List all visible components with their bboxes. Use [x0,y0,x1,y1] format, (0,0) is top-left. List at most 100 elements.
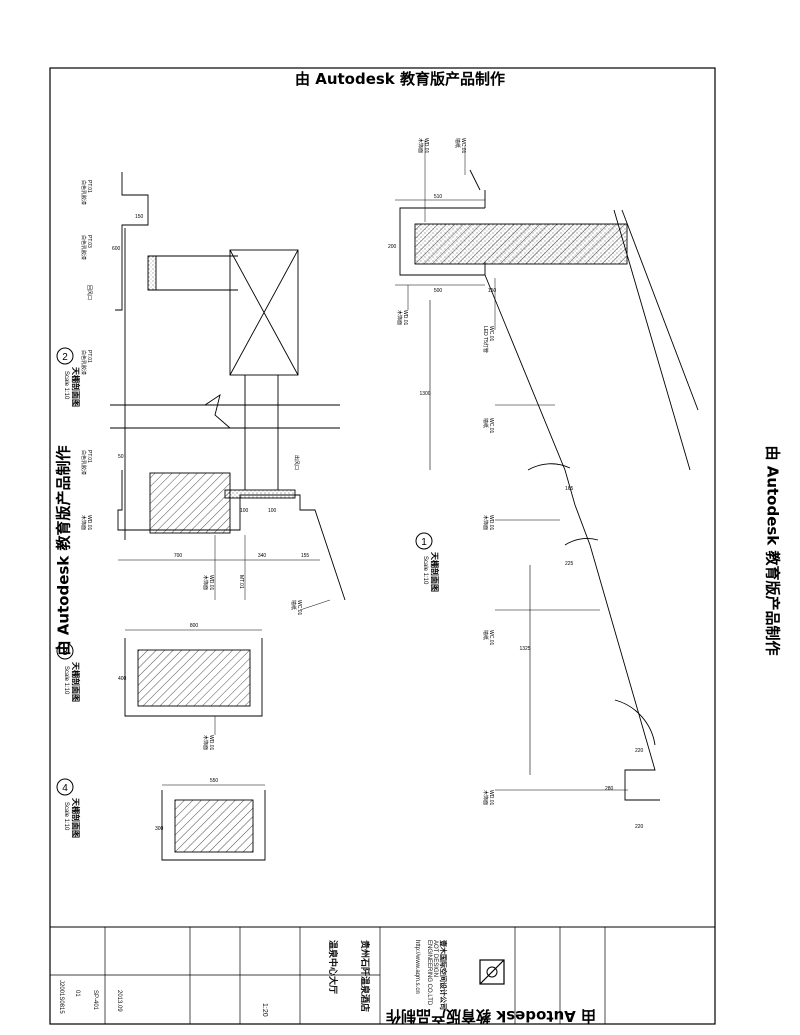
company-logo [479,959,505,985]
dim-100: 100 [240,508,249,514]
dim-225: 225 [565,561,574,567]
section-scale-2: Scale 1:10 [63,371,69,400]
tag-pt01-3: PT.01 [86,450,92,463]
titleblock-drawing: 温泉中心大厅 [328,940,338,995]
tag-paint-1: 白色乳胶漆 [80,180,87,205]
tag-pt01-1: PT.01 [86,180,92,193]
tag-wc-4: 墙纸 [290,600,297,610]
tag-paint-3: 白色乳胶漆 [80,350,87,375]
section-marker-3: 3 天棚剖面图 Scale 1:10 [56,642,81,702]
tag-wc01-5: WC.01 [296,600,302,616]
section-4-block [174,799,254,853]
section-marker-4: 4 天棚剖面图 Scale 1:10 [56,778,81,838]
section-1-ceiling-outline [399,207,486,276]
tag-wood-7: 木饰面 [202,735,209,750]
section-scale-3: Scale 1:10 [63,666,69,695]
dim-700: 700 [174,553,183,559]
section-2 [110,172,346,611]
section-title-2: 天棚剖面图 [71,367,81,407]
section-2-break-zig [204,393,231,429]
section-2-ceiling-profile [115,172,149,311]
section-2-beam [149,472,231,534]
dim-550: 550 [210,778,219,784]
tag-wood-5: 木饰面 [80,515,87,530]
section-1-roof-line-a [613,209,691,471]
tag-air: 回风口 [86,285,92,300]
tag-outlet: 出风口 [293,455,300,470]
tag-wood-1: 木饰面 [417,138,424,153]
tag-pt01-2: PT.01 [86,350,92,363]
section-scale-1: Scale 1:10 [422,556,428,585]
titleblock-sheet: SP-401 [92,990,98,1011]
tag-pt03: PT.03 [86,235,92,248]
dim-165: 165 [565,486,574,492]
tag-wc-1: 墙纸 [454,138,461,148]
section-3 [124,629,263,735]
tag-wc01-1: WC.01 [460,138,466,154]
tag-wd01-5: WD.01 [86,515,92,531]
titleblock-scale: 1:20 [261,1003,268,1017]
tag-paint-4: 白色乳胶漆 [80,450,87,475]
dim-800: 800 [190,623,199,629]
section-2-bottom-profile [117,470,346,601]
titleblock-company: 壹木国际空间设计公司 AOT DESIGN ENGINEERING CO.LTD [426,940,448,1010]
dim-340: 340 [258,553,267,559]
section-2-leader-wc01 [299,599,331,611]
dim-500: 500 [434,288,443,294]
section-2-air-grille [147,255,157,291]
tag-wc-2: 墙纸 [482,418,489,428]
section-1-curve-upper [527,463,571,471]
section-3-block [137,649,251,707]
dim-150: 150 [488,288,497,294]
tag-mt01: MT.01 [238,575,244,589]
section-1-curve-lower [564,538,599,546]
dim-400: 400 [118,676,127,682]
title-block [50,927,606,1024]
dim-300: 300 [155,826,164,832]
section-1-ceiling-profile [484,274,660,801]
tag-wood-6: 木饰面 [202,575,209,590]
section-4-outline [161,790,266,861]
tag-wood-2: 木饰面 [396,310,403,325]
section-2-duct-cross-b [229,249,299,376]
tag-wd01-3: WD.01 [488,515,494,531]
dim-600: 600 [112,246,121,252]
section-2-duct [229,249,299,376]
tag-wd01-1: WD.01 [423,138,429,154]
tag-wc-3: 墙纸 [482,630,489,640]
tag-wd01-7: WD.01 [208,735,214,751]
company-name-en-2: ENGINEERING CO.LTD [426,940,432,1006]
tag-wc01-2: WC.01 [488,326,494,342]
section-scale-4: Scale 1:10 [63,802,69,831]
dim-200: 200 [388,244,397,250]
section-number-4: 4 [62,783,68,794]
section-3-outline [124,638,263,717]
company-name-cn: 壹木国际空间设计公司 [439,940,446,1010]
titleblock-project: 贵州石阡温泉酒店 [360,940,370,1013]
titleblock-date: 2013.09 [116,990,122,1012]
section-1 [395,140,699,801]
dim-280: 280 [605,786,614,792]
section-title-1: 天棚剖面图 [430,552,440,592]
dim-1325: 1325 [519,646,530,652]
section-1-curve-end [614,699,656,746]
tag-wc01-4: WC.01 [488,630,494,646]
dim-510: 510 [434,194,443,200]
titleblock-rev: 01 [74,990,80,997]
tag-led: LED T5灯管 [482,326,489,353]
dim-150b: 150 [135,214,144,220]
section-1-break-line [469,169,481,191]
section-number-1: 1 [421,537,427,548]
section-title-3: 天棚剖面图 [71,662,81,702]
dimensions: 510 200 500 150 1300 165 225 1325 220 28… [112,194,644,832]
section-title-4: 天棚剖面图 [71,798,81,838]
tag-wd01-4: WD.01 [488,790,494,806]
titleblock-job: J2001S0815 [58,980,64,1014]
section-number-3: 3 [62,647,68,658]
section-4 [161,784,266,861]
dim-220b: 220 [635,824,644,830]
tag-wood-4: 木饰面 [482,790,489,805]
dim-1300: 1300 [419,391,430,397]
